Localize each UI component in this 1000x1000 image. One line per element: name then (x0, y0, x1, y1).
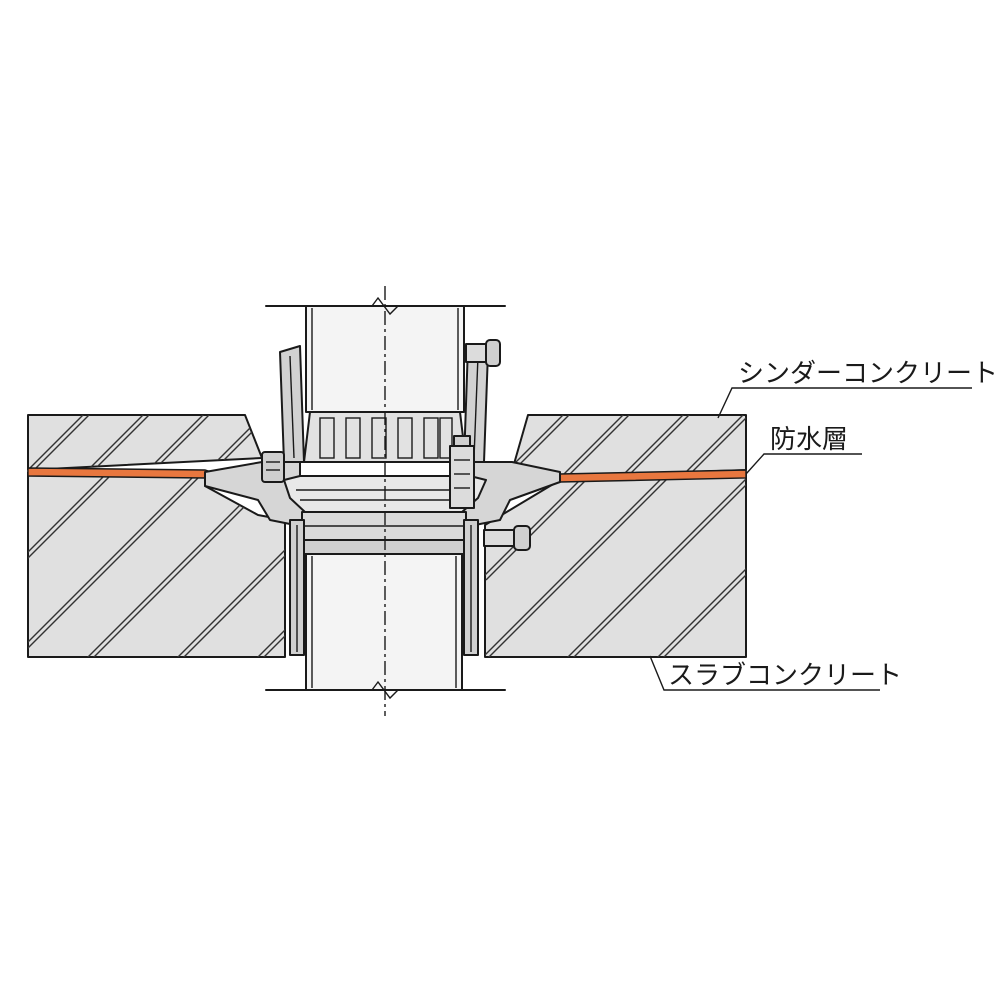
lower-pipe-body (305, 553, 463, 691)
bolt-left (261, 451, 285, 483)
label-cinder-concrete: シンダーコンクリート (738, 359, 998, 389)
callout-slab-concrete: スラブコンクリート (649, 655, 902, 691)
leader-waterproof-layer (745, 453, 862, 475)
cinder-concrete-left (27, 414, 263, 471)
bolts (261, 339, 531, 551)
lower-pipe (265, 553, 506, 700)
set-screw-bottom (483, 525, 531, 551)
callout-waterproof-layer: 防水層 (745, 425, 862, 475)
callout-cinder-concrete: シンダーコンクリート (717, 359, 998, 419)
drain-collar (295, 539, 473, 555)
upper-break-mark (371, 296, 399, 316)
leader-cinder-concrete (717, 387, 972, 419)
leader-slab-concrete (649, 655, 880, 691)
slab-concrete-right (484, 471, 747, 658)
strainer-slots (319, 417, 453, 459)
slab-concrete-left (27, 471, 286, 658)
bolt-right (449, 435, 475, 509)
label-waterproof-layer: 防水層 (770, 425, 848, 455)
lower-break-mark (371, 680, 399, 700)
set-screw-top (465, 339, 501, 367)
slab-hatch-right (485, 472, 746, 657)
label-slab-concrete: スラブコンクリート (668, 661, 902, 691)
